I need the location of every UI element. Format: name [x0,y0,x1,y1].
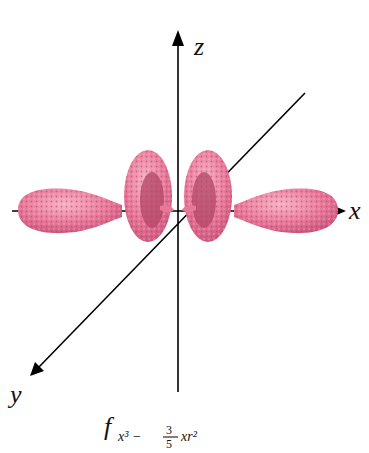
inner-lobe [160,205,174,212]
torus-hole [192,172,216,228]
z-arrowhead [172,30,184,46]
torus-hole [140,172,164,228]
subscript-term: xr² [181,430,197,444]
outer-lobe-texture [18,189,122,234]
outer-lobe-texture [234,189,338,234]
z-axis [177,44,179,392]
torus-ring [184,150,232,242]
fraction-denominator: 5 [166,438,172,450]
inner-lobe [182,205,196,212]
torus-ring [124,150,172,242]
fraction-numerator: 3 [166,424,172,436]
axis-label: y [10,382,22,408]
axis-label: z [194,34,204,60]
axis-label: x [349,198,361,224]
outer-lobe [234,189,338,234]
torus-ring-texture [124,150,172,242]
torus-ring-texture [184,150,232,242]
outer-lobe [18,189,122,234]
subscript-term: x³ − [118,430,141,444]
y-arrowhead [30,362,44,376]
function-symbol: f [104,414,111,440]
